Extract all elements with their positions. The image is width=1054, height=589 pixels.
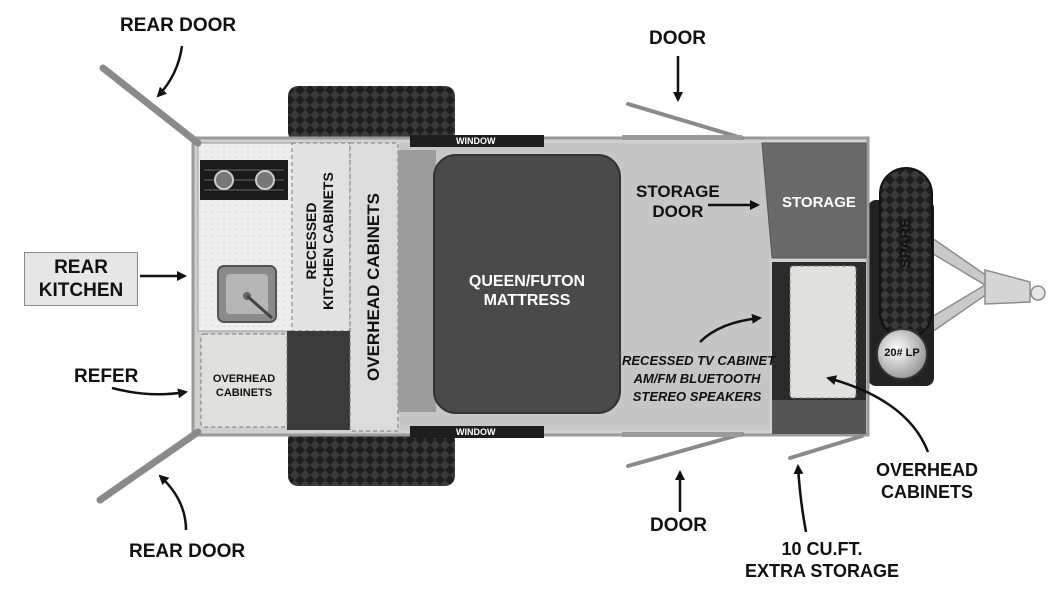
overhead-right-line2: CABINETS xyxy=(880,482,973,502)
label-overhead-small: OVERHEAD CABINETS xyxy=(201,372,287,400)
label-lp: 20# LP xyxy=(884,347,920,359)
overhead-cabinets-right xyxy=(789,265,857,399)
mattress-line1: QUEEN/FUTON xyxy=(468,273,586,290)
tv-line1: RECESSED TV CABINET xyxy=(622,353,776,368)
window-bottom xyxy=(410,426,544,438)
label-door-top: DOOR xyxy=(649,28,706,49)
overhead-cabinets-vertical xyxy=(349,142,399,432)
label-window-top: WINDOW xyxy=(456,136,496,146)
side-door-top xyxy=(626,102,744,140)
label-storage-door: STORAGE DOOR xyxy=(636,182,720,222)
extra-storage-line2: EXTRA STORAGE xyxy=(744,561,900,581)
arrow-rear-door-bottom xyxy=(158,474,188,531)
side-door-bottom xyxy=(626,432,744,468)
storage-door-line2: DOOR xyxy=(652,202,704,221)
hitch-coupler xyxy=(984,269,1031,305)
arrow-rear-door-top xyxy=(156,45,184,98)
burner-left xyxy=(214,170,234,190)
overhead-cabinets-small xyxy=(200,333,288,428)
label-mattress: QUEEN/FUTON MATTRESS xyxy=(452,272,602,310)
label-overhead-right: OVERHEAD CABINETS xyxy=(862,459,992,503)
extra-storage-line1: 10 CU.FT. xyxy=(781,539,863,559)
tv-line2: AM/FM BLUETOOTH xyxy=(633,371,761,386)
label-tv-cabinet: RECESSED TV CABINET AM/FM BLUETOOTH STER… xyxy=(622,352,776,406)
lp-tank xyxy=(876,328,928,380)
label-rear-door-top: REAR DOOR xyxy=(120,15,237,36)
recessed-kitchen-cabinets xyxy=(291,142,351,332)
refer-dark xyxy=(287,331,350,430)
rear-door-bottom xyxy=(96,428,202,504)
label-spare: SPARE xyxy=(897,217,914,269)
label-rear-kitchen: REAR KITCHEN xyxy=(24,252,138,306)
label-recessed-kitchen-cabinets: RECESSED KITCHEN CABINETS xyxy=(303,151,337,331)
mattress xyxy=(433,154,621,414)
rear-kitchen-line2: KITCHEN xyxy=(38,280,124,301)
label-window-bottom: WINDOW xyxy=(456,427,496,437)
arrow-overhead-right xyxy=(826,375,930,453)
rear-kitchen-line1: REAR xyxy=(54,257,108,278)
arrow-tv-cabinet xyxy=(699,313,762,343)
bottom-wheel xyxy=(288,430,455,486)
overhead-small-line2: CABINETS xyxy=(215,387,273,399)
overhead-right-line1: OVERHEAD xyxy=(875,460,978,480)
mattress-line2: MATTRESS xyxy=(483,292,571,309)
arrow-extra-storage xyxy=(793,464,808,533)
window-top xyxy=(410,135,544,147)
arrow-refer xyxy=(111,386,188,399)
label-refer: REFER xyxy=(74,366,139,387)
label-extra-storage: 10 CU.FT. EXTRA STORAGE xyxy=(732,538,912,582)
storage-area xyxy=(761,142,867,259)
recessed-kitchen-line1: RECESSED xyxy=(303,202,319,280)
overhead-small-line1: OVERHEAD xyxy=(212,373,276,385)
storage-door-bottom xyxy=(788,434,864,460)
label-door-bottom: DOOR xyxy=(650,515,707,536)
rear-door-top xyxy=(99,64,202,147)
recessed-kitchen-line2: KITCHEN CABINETS xyxy=(320,172,336,310)
label-storage: STORAGE xyxy=(782,194,856,211)
storage-door-line1: STORAGE xyxy=(636,182,720,201)
tv-line3: STEREO SPEAKERS xyxy=(632,389,762,404)
top-wheel xyxy=(288,86,455,142)
burner-right xyxy=(255,170,275,190)
label-rear-door-bottom: REAR DOOR xyxy=(129,541,246,562)
label-overhead-cabinets-vertical: OVERHEAD CABINETS xyxy=(364,193,383,381)
